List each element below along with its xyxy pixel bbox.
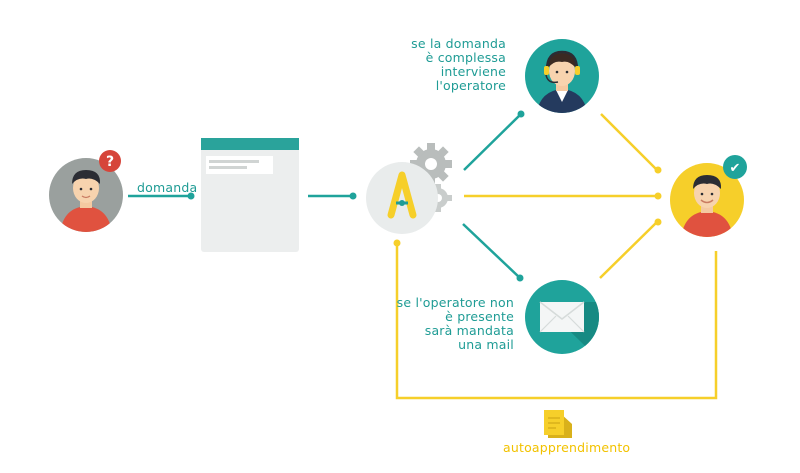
mail-note: se l'operatore non è presente sarà manda…	[380, 296, 514, 352]
mail-note-line: se l'operatore non	[396, 295, 514, 310]
user-avatar-icon	[49, 158, 123, 232]
connector-operator-to-result	[600, 113, 662, 174]
mail-note-line: è presente	[445, 309, 514, 324]
operator-note: se la domanda è complessa interviene l'o…	[400, 37, 506, 93]
operator-note-line: l'operatore	[435, 78, 506, 93]
domanda-label: domanda	[137, 180, 198, 195]
operator-note-line: se la domanda	[411, 36, 506, 51]
connector-bot-to-mail	[462, 223, 524, 282]
notepad-folder-icon	[544, 410, 572, 438]
operator-headset-icon	[525, 39, 599, 113]
connector-mail-to-result	[599, 218, 662, 279]
connector-bot-to-operator	[463, 110, 525, 171]
bot-gear-icon	[366, 143, 452, 234]
check-badge: ✔	[723, 155, 747, 179]
connector-user-to-form	[128, 192, 195, 200]
mail-note-line: una mail	[458, 337, 514, 352]
operator-note-line: interviene	[440, 64, 506, 79]
operator-note-line: è complessa	[425, 50, 506, 65]
question-mark: ?	[106, 154, 114, 170]
autoapprendimento-label: autoapprendimento	[503, 440, 631, 455]
connector-form-to-bot	[308, 192, 357, 200]
form-document-icon	[201, 138, 299, 252]
satisfied-user-icon	[670, 163, 744, 237]
envelope-icon	[525, 280, 599, 354]
mail-note-line: sarà mandata	[424, 323, 514, 338]
connector-bot-to-result	[464, 192, 662, 200]
question-badge: ?	[99, 150, 121, 172]
connector-learning-loop	[393, 239, 718, 400]
check-mark: ✔	[730, 161, 741, 176]
